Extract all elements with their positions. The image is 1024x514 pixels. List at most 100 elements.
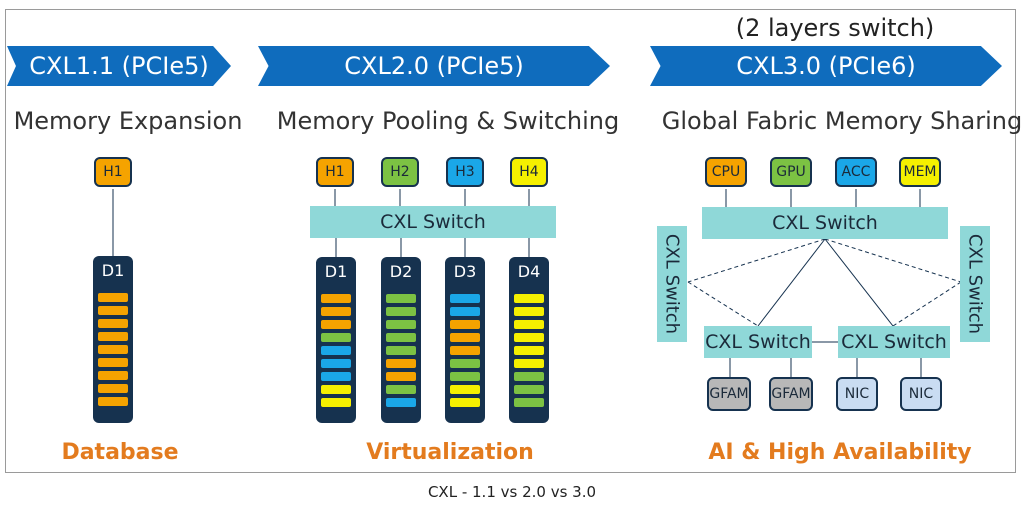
memory-slot [514,294,544,303]
banner-cxl20-label: CXL2.0 (PCIe5) [344,52,524,80]
node-label: CPU [711,164,741,180]
memory-slot [514,359,544,368]
banner-cxl30: CXL3.0 (PCIe6) [650,46,1002,86]
memory-slot [450,346,480,355]
subtitle-col2: Memory Pooling & Switching [276,107,620,135]
memory-slot [386,320,416,329]
memory-slot [386,385,416,394]
memory-slot [321,359,351,368]
two-layer-note: (2 layers switch) [735,14,935,42]
subtitle-col1: Memory Expansion [13,107,243,135]
device-slots [450,294,480,411]
leaf-nic-2: NIC [900,377,942,411]
memory-slot [514,385,544,394]
memory-slot [450,294,480,303]
node-acc: ACC [835,157,877,187]
memory-slot [450,333,480,342]
cxl-switch-col2-label: CXL Switch [380,211,486,233]
host-label: H3 [455,164,475,180]
cxl-switch-top: CXL Switch [702,207,948,239]
use-case-col2: Virtualization [366,440,534,465]
memory-slot [450,385,480,394]
memory-slot [514,398,544,407]
memory-slot [386,294,416,303]
memory-slot [321,385,351,394]
device-slots [514,294,544,411]
leaf-label: NIC [908,386,934,402]
memory-slot [514,307,544,316]
host-h1: H1 [316,157,354,187]
device-d4: D4 [509,257,549,423]
figure-caption: CXL - 1.1 vs 2.0 vs 3.0 [427,483,597,501]
banner-cxl11: CXL1.1 (PCIe5) [7,46,231,86]
device-label: D4 [517,262,541,281]
leaf-label: GFAM [771,386,811,402]
cxl-switch-top-label: CXL Switch [772,212,878,234]
cxl-switch-bottom-right-label: CXL Switch [841,331,947,353]
memory-slot [98,345,128,354]
memory-slot [386,359,416,368]
memory-slot [321,398,351,407]
memory-slot [321,307,351,316]
cxl-switch-side-left: CXL Switch [657,226,687,342]
cxl-switch-bottom-left: CXL Switch [704,326,812,358]
host-label: H2 [390,164,410,180]
device-d1-label: D1 [101,261,125,280]
cxl-switch-col2: CXL Switch [310,206,556,238]
connector-top-bottomright [824,238,894,327]
memory-slot [514,333,544,342]
memory-slot [98,306,128,315]
node-gpu: GPU [770,157,812,187]
memory-slot [450,359,480,368]
connector-sideright-bottom [892,281,962,327]
memory-slot [98,319,128,328]
banner-cxl20: CXL2.0 (PCIe5) [258,46,610,86]
memory-slot [386,307,416,316]
leaf-nic-1: NIC [836,377,878,411]
memory-slot [450,398,480,407]
memory-slot [450,307,480,316]
device-d2: D2 [381,257,421,423]
device-label: D2 [389,262,413,281]
host-label: H4 [519,164,539,180]
memory-slot [450,372,480,381]
device-d1: D1 [316,257,356,423]
node-label: GPU [776,164,806,180]
leaf-label: NIC [844,386,870,402]
memory-slot [98,358,128,367]
device-slots [321,294,351,411]
cxl-switch-side-left-label: CXL Switch [661,233,683,335]
connector-top-bottomleft [757,238,826,327]
memory-slot [321,372,351,381]
connector-top-sideleft [687,238,826,283]
memory-slot [386,372,416,381]
device-d1: D1 [93,256,133,423]
device-label: D1 [324,262,348,281]
memory-slot [321,346,351,355]
device-slots [386,294,416,411]
node-label: MEM [903,164,937,180]
memory-slot [386,333,416,342]
memory-slot [386,346,416,355]
host-h1: H1 [94,157,132,187]
use-case-col1: Database [61,440,179,465]
memory-slot [98,397,128,406]
node-cpu: CPU [705,157,747,187]
diagram-frame [5,9,1016,473]
cxl-switch-bottom-right: CXL Switch [838,326,950,358]
host-h2: H2 [381,157,419,187]
memory-slot [98,371,128,380]
subtitle-col3: Global Fabric Memory Sharing [661,107,1023,135]
cxl-switch-bottom-left-label: CXL Switch [705,331,811,353]
node-mem: MEM [899,157,941,187]
host-label: H1 [325,164,345,180]
device-label: D3 [453,262,477,281]
device-d1-slots [98,293,128,410]
node-label: ACC [841,164,871,180]
use-case-col3: AI & High Availability [708,440,972,465]
leaf-gfam-2: GFAM [769,377,813,411]
memory-slot [98,332,128,341]
cxl-switch-side-right-label: CXL Switch [964,233,986,335]
memory-slot [514,372,544,381]
